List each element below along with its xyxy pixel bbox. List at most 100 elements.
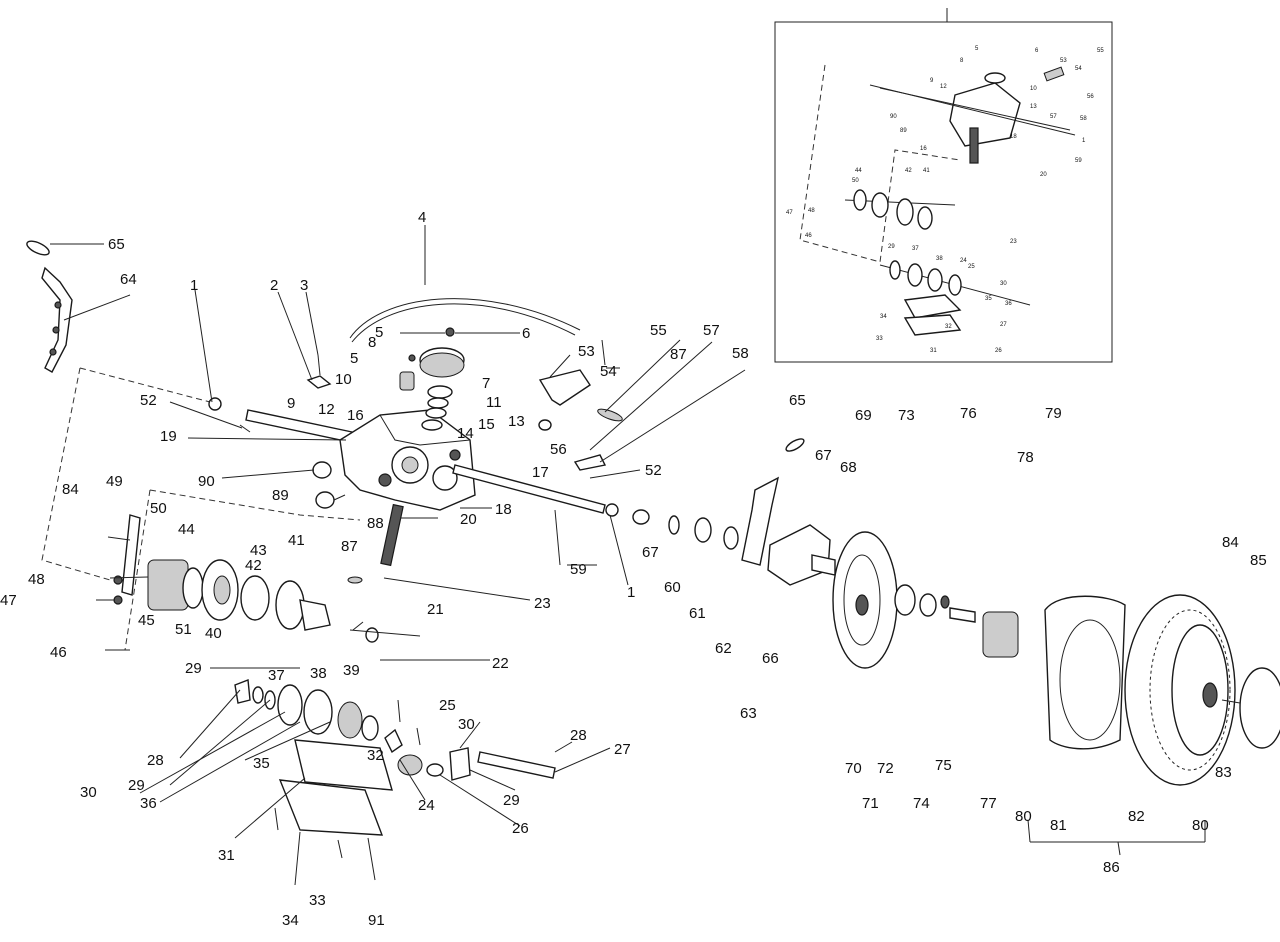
part-label-27: 27 (614, 741, 631, 758)
part-label-5b: 5 (350, 350, 358, 367)
inset-label: 34 (880, 314, 887, 320)
part-label-53: 53 (578, 343, 595, 360)
part-label-31: 31 (218, 847, 235, 864)
part-label-7: 7 (482, 375, 490, 392)
part-label-54: 54 (600, 363, 617, 380)
inset-label: 47 (786, 210, 793, 216)
part-label-71: 71 (862, 795, 879, 812)
inset-label: 13 (1030, 104, 1037, 110)
cover-34 (278, 779, 384, 836)
part-label-28a: 28 (147, 752, 164, 769)
inset-label: 12 (940, 84, 947, 90)
inset-label: 50 (852, 178, 859, 184)
part-label-22: 22 (492, 655, 509, 672)
part-label-76: 76 (960, 405, 977, 422)
inset-label: 6 (1035, 48, 1039, 54)
inset-label: 32 (945, 324, 952, 330)
part-label-83: 83 (1215, 764, 1232, 781)
part-label-30b: 30 (80, 784, 97, 801)
part-label-32: 32 (367, 747, 384, 764)
inset-label: 55 (1097, 48, 1104, 54)
part-label-29b: 29 (128, 777, 145, 794)
part-label-61: 61 (689, 605, 706, 622)
part-label-17: 17 (532, 464, 549, 481)
grip-65-left (26, 240, 50, 256)
inset-label: 54 (1075, 66, 1082, 72)
part-label-45: 45 (138, 612, 155, 629)
part-label-52a: 52 (140, 392, 157, 409)
inset-label: 5 (975, 46, 979, 52)
part-label-15: 15 (478, 416, 495, 433)
part-label-13: 13 (508, 413, 525, 430)
part-label-43: 43 (250, 542, 267, 559)
inset-label: 58 (1080, 116, 1087, 122)
inset-label: 46 (805, 233, 812, 239)
part-label-57: 57 (703, 322, 720, 339)
inset-label: 27 (1000, 322, 1007, 328)
part-label-50: 50 (150, 500, 167, 517)
part-label-1b: 1 (627, 584, 635, 601)
part-label-67a: 67 (642, 544, 659, 561)
shaft-59 (452, 464, 606, 514)
part-label-4: 4 (418, 209, 426, 226)
part-label-39: 39 (343, 662, 360, 679)
inset-label: 44 (855, 168, 862, 174)
part-label-78: 78 (1017, 449, 1034, 466)
inset-label: 59 (1075, 158, 1082, 164)
part-label-89: 89 (272, 487, 289, 504)
part-label-84b: 84 (1222, 534, 1239, 551)
part-label-80a: 80 (1015, 808, 1032, 825)
lower-gear-set (234, 679, 556, 781)
part-label-77: 77 (980, 795, 997, 812)
part-label-87b: 87 (670, 346, 687, 363)
inset-label: 89 (900, 128, 907, 134)
inset-label: 30 (1000, 281, 1007, 287)
part-label-88: 88 (367, 515, 384, 532)
part-label-66: 66 (762, 650, 779, 667)
part-label-29c: 29 (503, 792, 520, 809)
part-label-59: 59 (570, 561, 587, 578)
gear-shaft-assembly (107, 514, 331, 631)
inset-label: 24 (960, 258, 967, 264)
part-label-68: 68 (840, 459, 857, 476)
part-label-30a: 30 (458, 716, 475, 733)
part-label-65b: 65 (789, 392, 806, 409)
gearbox-housing (339, 409, 476, 511)
part-label-72: 72 (877, 760, 894, 777)
part-label-40: 40 (205, 625, 222, 642)
inset-label: 57 (1050, 114, 1057, 120)
part-label-1: 1 (190, 277, 198, 294)
inset-label: 23 (1010, 239, 1017, 245)
part-label-11: 11 (486, 394, 502, 411)
inset-label: 9 (930, 78, 934, 84)
part-label-91: 91 (368, 912, 385, 929)
part-label-24: 24 (418, 797, 435, 814)
part-label-60: 60 (664, 579, 681, 596)
part-label-87a: 87 (341, 538, 358, 555)
inset-label: 90 (890, 114, 897, 120)
inset-label: 8 (960, 58, 964, 64)
part-label-38: 38 (310, 665, 327, 682)
inset-label: 20 (1040, 172, 1047, 178)
inset-label: 56 (1087, 94, 1094, 100)
inset-label: 36 (1005, 301, 1012, 307)
inset-label: 18 (1010, 134, 1017, 140)
part-label-20: 20 (460, 511, 477, 528)
inset-label: 42 (905, 168, 912, 174)
part-label-6: 6 (522, 325, 530, 342)
inset-label: 29 (888, 244, 895, 250)
inset-label: 10 (1030, 86, 1037, 92)
inset-label: 38 (936, 256, 943, 262)
part-label-44: 44 (178, 521, 195, 538)
part-label-36: 36 (140, 795, 157, 812)
part-label-21: 21 (427, 601, 444, 618)
part-label-75: 75 (935, 757, 952, 774)
part-label-69: 69 (855, 407, 872, 424)
inset-label: 26 (995, 348, 1002, 354)
inset-label: 25 (968, 264, 975, 270)
part-label-5a: 5 (375, 324, 383, 341)
part-label-33: 33 (309, 892, 326, 909)
inset-label: 1 (1082, 138, 1086, 144)
part-label-23: 23 (534, 595, 551, 612)
